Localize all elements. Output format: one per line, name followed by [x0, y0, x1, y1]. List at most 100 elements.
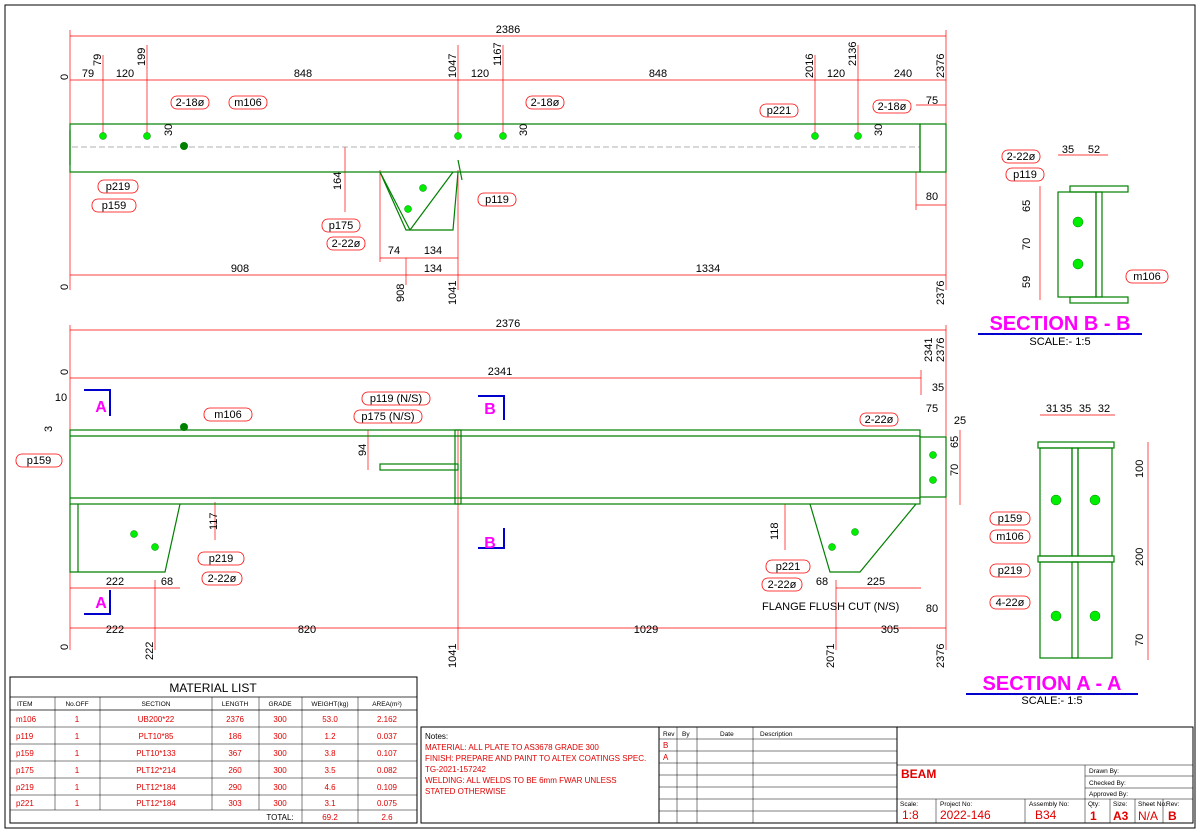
- chain-222: 222: [106, 624, 124, 636]
- front-second: 2341: [488, 366, 512, 378]
- tag-p221-front: p221: [776, 561, 800, 573]
- table-row: p221 1 PLT12*184 303 300 3.1 0.075: [16, 799, 398, 808]
- front-v-2376: 2376: [935, 338, 947, 362]
- chainv-1041: 1041: [447, 644, 459, 668]
- note-line: WELDING: ALL WELDS TO BE 6mm FWAR UNLESS: [425, 776, 617, 785]
- dim-74: 74: [388, 245, 400, 257]
- bb-70: 70: [1021, 238, 1033, 250]
- dim-top-4: 120: [471, 68, 489, 80]
- revision-table: Rev By Date Description B A: [658, 726, 898, 824]
- chainv-0: 0: [59, 644, 71, 650]
- scale-label: Scale:: [900, 801, 918, 808]
- approved-by: Approved By:: [1089, 791, 1128, 798]
- dim-top-7: 240: [894, 68, 912, 80]
- chain-305: 305: [881, 624, 899, 636]
- mat-cell: 3.1: [324, 799, 336, 808]
- table-row: p219 1 PLT12*184 290 300 4.6 0.109: [16, 783, 398, 792]
- front-75: 75: [926, 403, 938, 415]
- tag-p159-front: p159: [27, 455, 51, 467]
- bb-tag-p119: p119: [1013, 169, 1037, 181]
- bb-tag-m106: m106: [1133, 271, 1161, 283]
- mat-cell: 1: [75, 799, 80, 808]
- mat-h-item: ITEM: [17, 701, 33, 708]
- mat-cell: 1: [75, 732, 80, 741]
- rev-h-by: By: [682, 731, 690, 738]
- bvdim-1041: 1041: [447, 281, 459, 305]
- dim-30-b: 30: [518, 124, 530, 136]
- mat-cell: p219: [16, 783, 34, 792]
- mat-cell: 1: [75, 715, 80, 724]
- bb-65: 65: [1021, 200, 1033, 212]
- bb-tag-hole: 2-22ø: [1007, 151, 1036, 163]
- mat-cell: 0.109: [377, 783, 398, 792]
- vdim-0: 0: [59, 74, 71, 80]
- vdim-1167: 1167: [492, 42, 504, 66]
- dim-top-2: 120: [116, 68, 134, 80]
- front-94: 94: [357, 444, 369, 456]
- mat-cell: 0.075: [377, 799, 398, 808]
- mat-cell: 290: [228, 783, 242, 792]
- rev-h-rev: Rev: [663, 731, 675, 738]
- dim-134-a: 134: [424, 245, 442, 257]
- bb-52: 52: [1088, 144, 1100, 156]
- dim-top-1: 79: [82, 68, 94, 80]
- chainv-2071: 2071: [825, 644, 837, 668]
- mat-cell: p221: [16, 799, 34, 808]
- mat-cell: 1: [75, 783, 80, 792]
- title-beam: BEAM: [901, 767, 936, 781]
- table-row: p175 1 PLT12*214 260 300 3.5 0.082: [16, 766, 398, 775]
- mat-cell: 0.107: [377, 749, 398, 758]
- rev-row: B: [663, 741, 668, 750]
- mat-h-weight: WEIGHT(kg): [311, 701, 348, 708]
- mat-cell: 300: [273, 799, 287, 808]
- dim-top-5: 848: [649, 68, 667, 80]
- mat-cell: 300: [273, 783, 287, 792]
- assembly-value: B34: [1035, 808, 1057, 822]
- mat-cell: PLT12*184: [136, 799, 176, 808]
- tag-m106-top: m106: [234, 97, 262, 109]
- aa-100: 100: [1134, 460, 1146, 478]
- dim-908: 908: [231, 263, 249, 275]
- size-label: Size:: [1113, 801, 1128, 808]
- top-view: 2386 79 120 848 120 848 120 240 0 79 199…: [59, 24, 947, 305]
- mat-cell: 186: [228, 732, 242, 741]
- vdim-199: 199: [136, 48, 148, 66]
- sheet-label: Sheet No:: [1138, 801, 1167, 808]
- front-view: A A B B 2376 2341 0 2341 2376 35 10 3 75…: [15, 318, 966, 668]
- front-225: 225: [867, 576, 885, 588]
- mat-h-section: SECTION: [142, 701, 171, 708]
- front-117: 117: [208, 512, 220, 530]
- mat-cell: 1.2: [324, 732, 336, 741]
- aa-35-a: 35: [1060, 403, 1072, 415]
- material-list-title: MATERIAL LIST: [169, 681, 257, 695]
- bb-59: 59: [1021, 276, 1033, 288]
- tag-p119-ns: p119 (N/S): [370, 393, 422, 405]
- front-80: 80: [926, 603, 938, 615]
- dim-75: 75: [926, 95, 938, 107]
- chain-1029: 1029: [634, 624, 658, 636]
- bb-35: 35: [1062, 144, 1074, 156]
- mat-cell: 300: [273, 715, 287, 724]
- bvdim-0: 0: [59, 284, 71, 290]
- mat-h-grade: GRADE: [268, 701, 292, 708]
- tag-hole-2-22-left: 2-22ø: [208, 573, 237, 585]
- vdim-1047: 1047: [447, 54, 459, 78]
- mat-cell: p159: [16, 749, 34, 758]
- note-line: FINISH: PREPARE AND PAINT TO ALTEX COATI…: [425, 754, 646, 763]
- mat-cell: 3.8: [324, 749, 336, 758]
- notes-panel: Notes: MATERIAL: ALL PLATE TO AS3678 GRA…: [420, 726, 660, 824]
- sheet-value: N/A: [1138, 809, 1158, 823]
- mat-cell: 2376: [226, 715, 244, 724]
- assembly-label: Assembly No:: [1029, 801, 1069, 808]
- mat-cell: p119: [16, 732, 34, 741]
- material-list: MATERIAL LIST ITEM No.OFF SECTION LENGTH…: [9, 676, 418, 824]
- mat-h-nooff: No.OFF: [65, 701, 88, 708]
- weld-symbol-icon: [180, 142, 188, 150]
- front-118: 118: [769, 522, 781, 540]
- mat-cell: UB200*22: [138, 715, 175, 724]
- aa-35-b: 35: [1079, 403, 1091, 415]
- mat-cell: 1: [75, 749, 80, 758]
- table-row: p159 1 PLT10*133 367 300 3.8 0.107: [16, 749, 398, 758]
- aa-tag-hole: 4-22ø: [996, 597, 1025, 609]
